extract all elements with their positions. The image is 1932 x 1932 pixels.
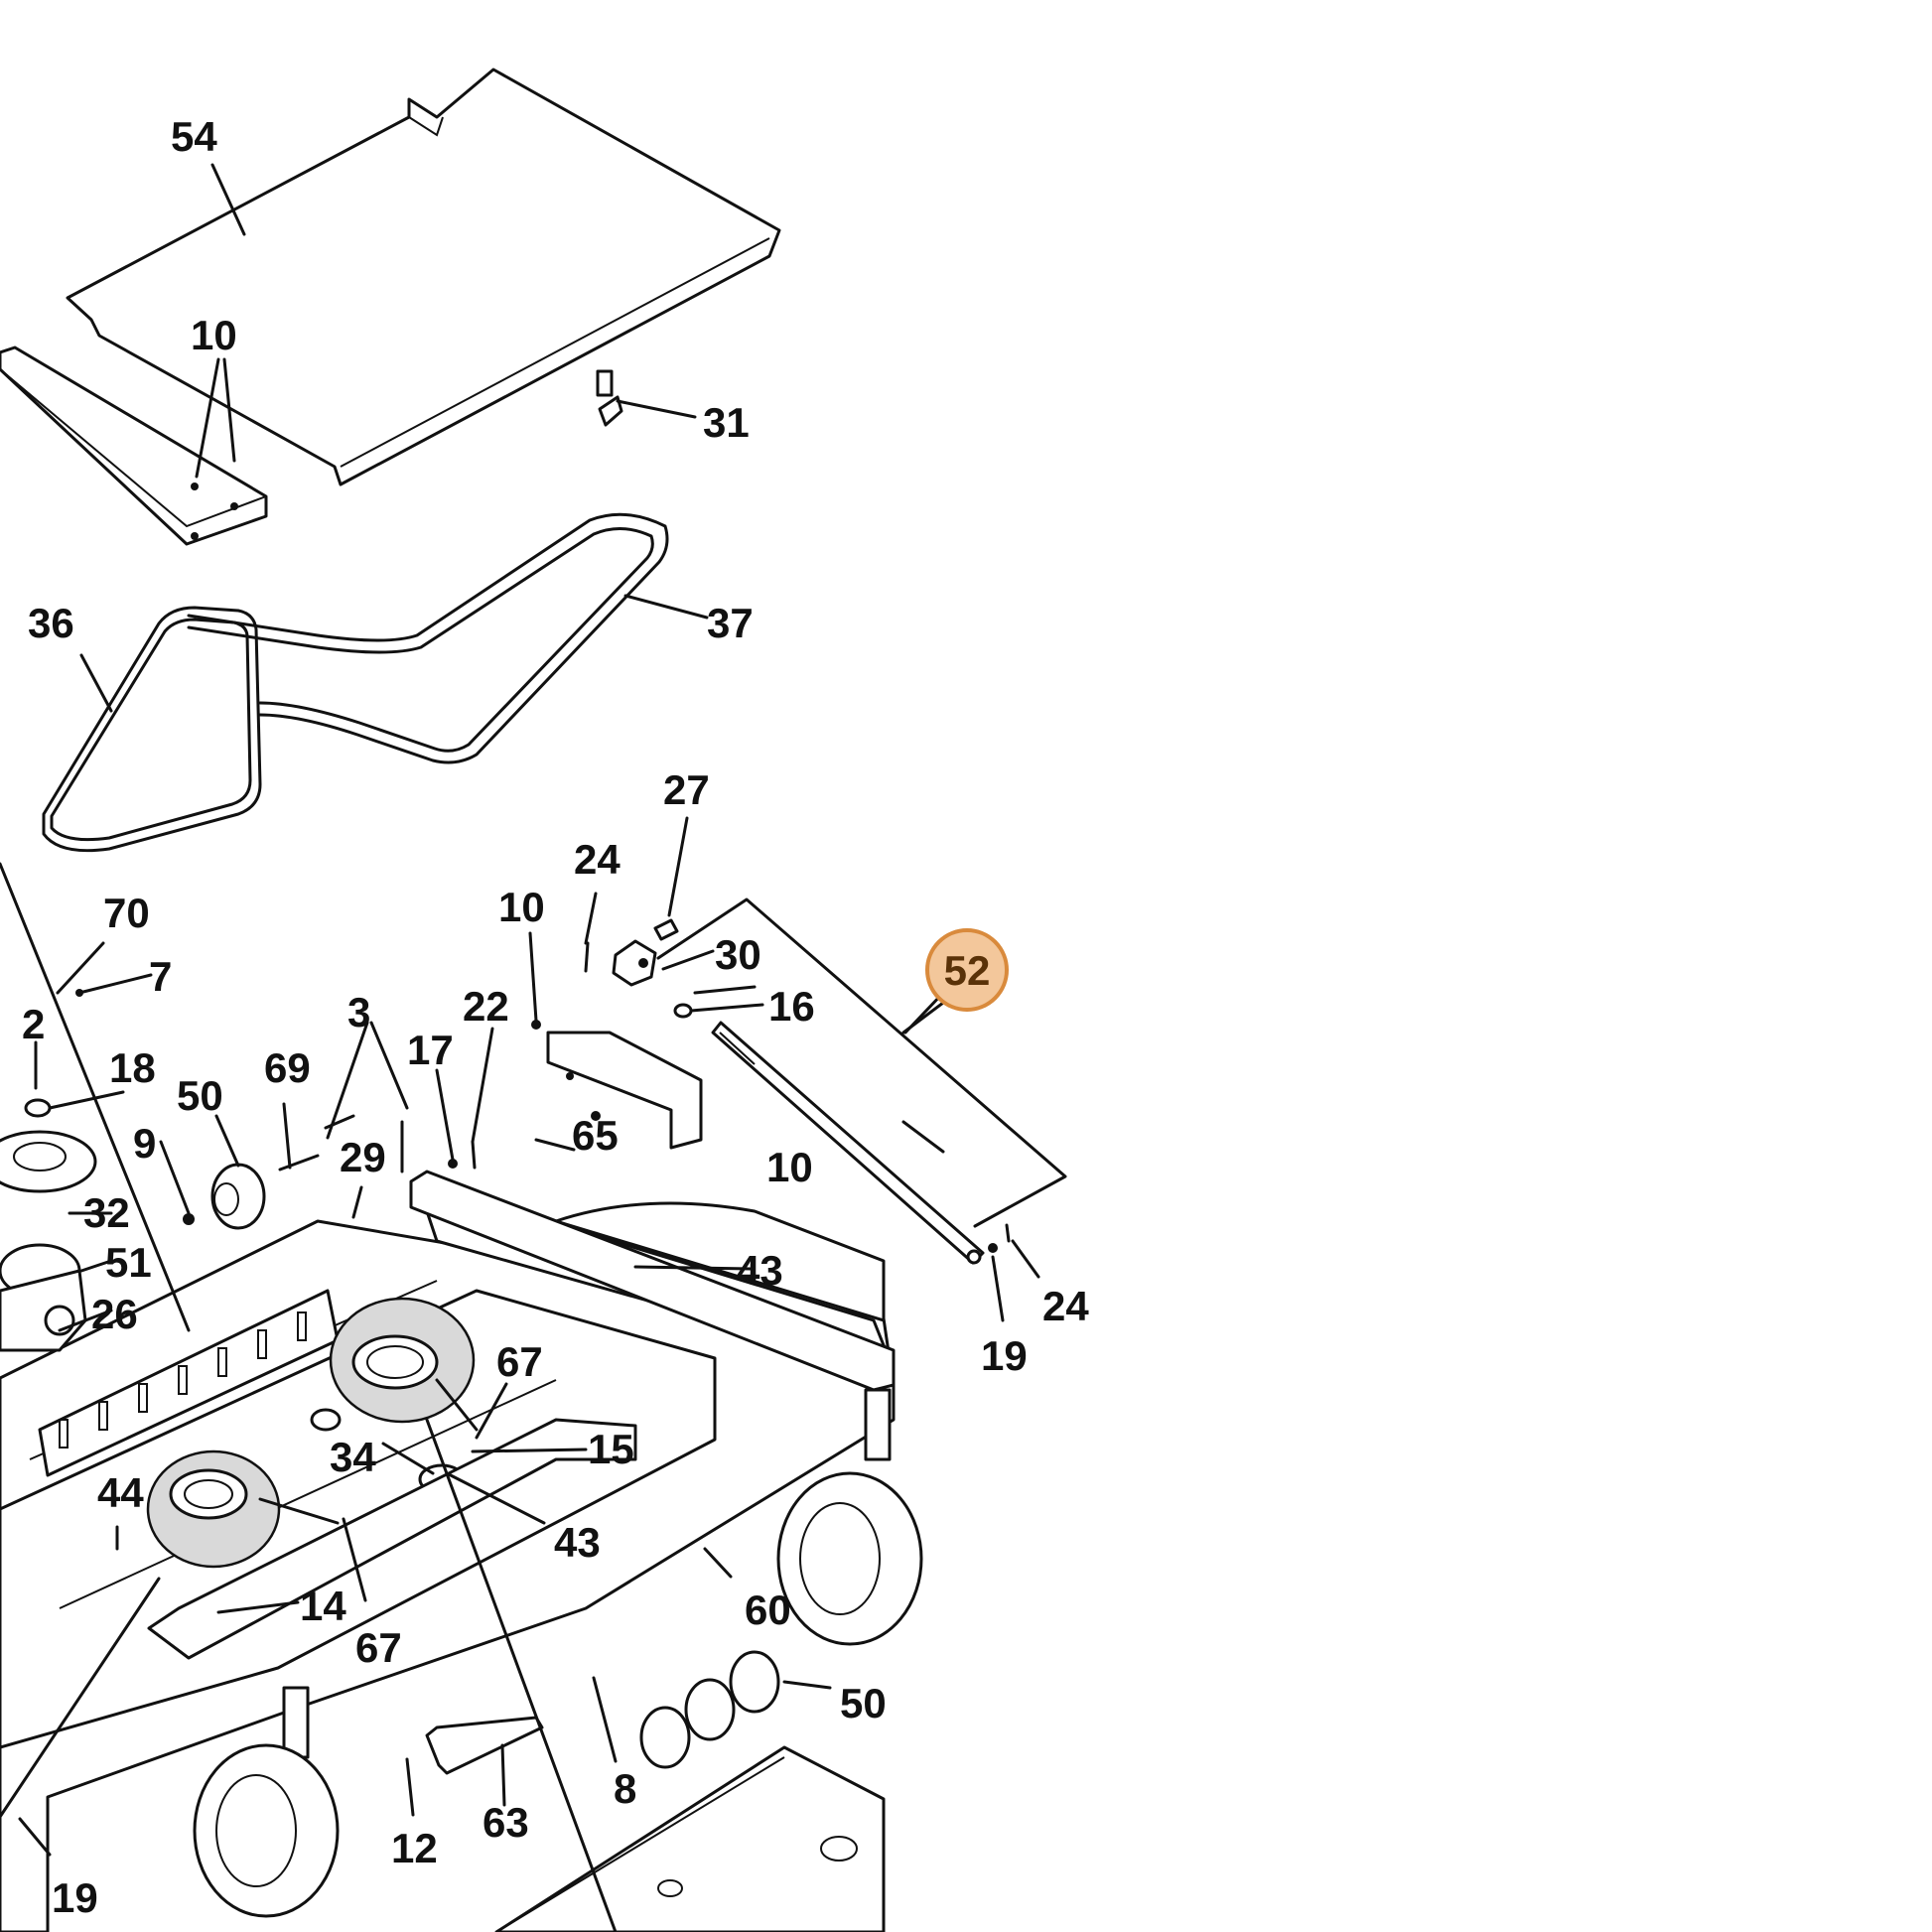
lift-rod-assembly [656, 897, 1067, 1265]
callout-3: 3 [347, 989, 370, 1035]
callout-10: 10 [766, 1144, 813, 1190]
highlight-label: 52 [944, 947, 991, 994]
callout-67: 67 [355, 1624, 402, 1671]
callout-labels: 54 10 31 36 37 27 24 10 30 16 70 7 2 18 … [22, 113, 1089, 1921]
caster-wheel-left [193, 1686, 340, 1918]
callout-26: 26 [91, 1291, 138, 1337]
caster-wheel-right [776, 1388, 923, 1646]
callout-50: 50 [177, 1072, 223, 1119]
callout-65: 65 [572, 1112, 619, 1159]
callout-50: 50 [840, 1680, 887, 1726]
front-bar-slots [59, 1311, 307, 1449]
callout-18: 18 [109, 1044, 156, 1091]
callout-24: 24 [574, 836, 621, 883]
callout-60: 60 [745, 1587, 791, 1633]
lower-left-leader [0, 1577, 161, 1819]
callout-2: 2 [22, 1001, 45, 1047]
callout-8: 8 [614, 1765, 636, 1812]
mounting-bracket [546, 1031, 703, 1150]
callout-10: 10 [498, 884, 545, 930]
callout-44: 44 [97, 1469, 144, 1516]
clevis-hardware [584, 918, 693, 1019]
callout-7: 7 [149, 953, 172, 1000]
callout-19: 19 [981, 1332, 1028, 1379]
callout-24: 24 [1042, 1283, 1089, 1329]
callout-43: 43 [554, 1519, 601, 1566]
callout-19: 19 [52, 1874, 98, 1921]
callout-37: 37 [707, 600, 754, 646]
callout-10: 10 [191, 312, 237, 358]
leader-lines [18, 163, 1040, 1857]
callout-22: 22 [463, 983, 509, 1030]
callout-30: 30 [715, 931, 761, 978]
callout-43: 43 [737, 1247, 783, 1294]
callout-32: 32 [83, 1189, 130, 1236]
callout-70: 70 [103, 890, 150, 936]
knob-fastener [596, 369, 623, 427]
anti-scalp-rollers [210, 1163, 780, 1769]
drive-pulley-stack [0, 1130, 97, 1352]
callout-34: 34 [330, 1434, 376, 1480]
mower-deck-frame [0, 1170, 923, 1932]
callout-15: 15 [588, 1426, 634, 1472]
center-diagonal-leader [425, 1418, 618, 1932]
callout-17: 17 [407, 1027, 454, 1073]
callout-29: 29 [340, 1134, 386, 1180]
callout-69: 69 [264, 1044, 311, 1091]
callout-16: 16 [768, 983, 815, 1030]
deck-cover-plate [66, 68, 781, 486]
callout-36: 36 [28, 600, 74, 646]
callout-9: 9 [133, 1120, 156, 1167]
callout-31: 31 [703, 399, 750, 446]
side-rail [0, 345, 268, 546]
callout-51: 51 [105, 1239, 152, 1286]
callout-27: 27 [663, 766, 710, 813]
callout-14: 14 [300, 1583, 346, 1629]
callout-63: 63 [483, 1799, 529, 1846]
highlight-callout-52[interactable]: 52 [903, 928, 1009, 1035]
callout-12: 12 [391, 1825, 438, 1871]
drive-belts [42, 512, 669, 853]
callout-54: 54 [171, 113, 217, 160]
callout-67: 67 [496, 1338, 543, 1385]
